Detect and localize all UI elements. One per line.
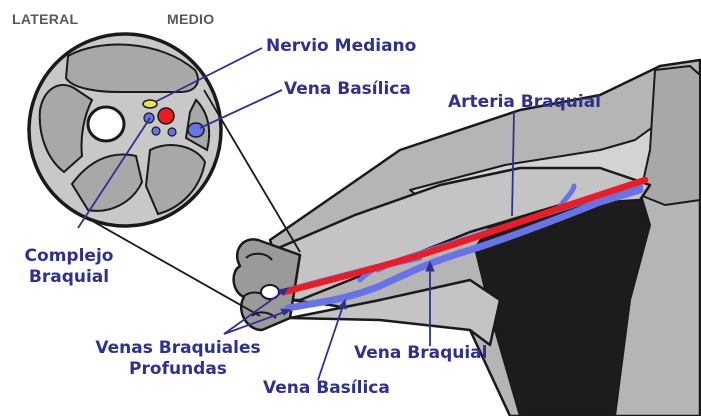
arm-cross-section-icon — [29, 34, 221, 226]
brachial-vein-dot-2 — [152, 127, 160, 135]
deep-brachial-veins-label: Venas Braquiales Profundas — [92, 338, 264, 380]
brachial-artery-label: Arteria Braquial — [448, 92, 601, 113]
brachial-artery-dot — [158, 108, 174, 124]
deep-brachial-veins-line-2: Profundas — [92, 359, 264, 380]
brachial-complex-line-1: Complejo — [14, 246, 124, 267]
medial-heading: MEDIO — [167, 11, 214, 27]
brachial-complex-line-2: Braquial — [14, 267, 124, 288]
deep-brachial-veins-line-1: Venas Braquiales — [92, 338, 264, 359]
lateral-heading: LATERAL — [12, 11, 78, 27]
brachial-vein-label: Vena Braquial — [354, 343, 487, 364]
median-nerve-label: Nervio Mediano — [266, 36, 416, 57]
basilic-vein-bottom-label: Vena Basílica — [263, 378, 390, 399]
basilic-vein-dot — [188, 123, 204, 137]
brachial-vein-dot-3 — [168, 128, 176, 136]
brachial-complex-label: Complejo Braquial — [14, 246, 124, 288]
basilic-vein-top-label: Vena Basílica — [284, 79, 411, 100]
